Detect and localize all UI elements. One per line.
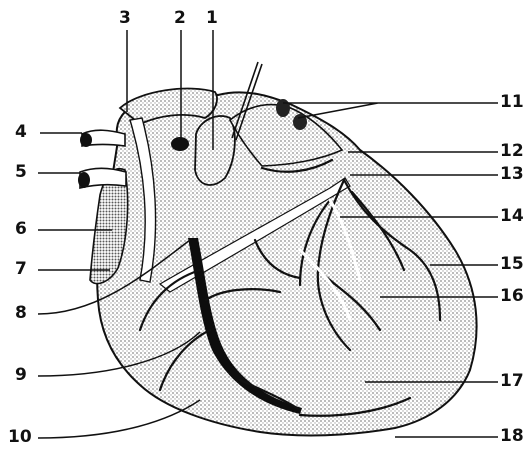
label-17: 17 — [500, 373, 524, 390]
label-13: 13 — [500, 166, 524, 183]
label-18: 18 — [500, 428, 524, 445]
label-10: 10 — [8, 429, 32, 446]
label-15: 15 — [500, 256, 524, 273]
label-1: 1 — [206, 10, 218, 27]
label-7: 7 — [15, 261, 27, 278]
label-9: 9 — [15, 367, 27, 384]
label-16: 16 — [500, 288, 524, 305]
label-12: 12 — [500, 143, 524, 160]
label-6: 6 — [15, 221, 27, 238]
label-2: 2 — [174, 10, 186, 27]
vessel-stump-2 — [171, 137, 189, 151]
label-14: 14 — [500, 208, 524, 225]
label-8: 8 — [15, 305, 27, 322]
label-11: 11 — [500, 94, 524, 111]
label-3: 3 — [119, 10, 131, 27]
pulmonary-vein-upper-lumen — [80, 133, 92, 147]
vessel-stump-11a — [276, 99, 290, 117]
label-5: 5 — [15, 164, 27, 181]
label-4: 4 — [15, 124, 27, 141]
pulmonary-vein-lower-lumen — [78, 172, 90, 188]
